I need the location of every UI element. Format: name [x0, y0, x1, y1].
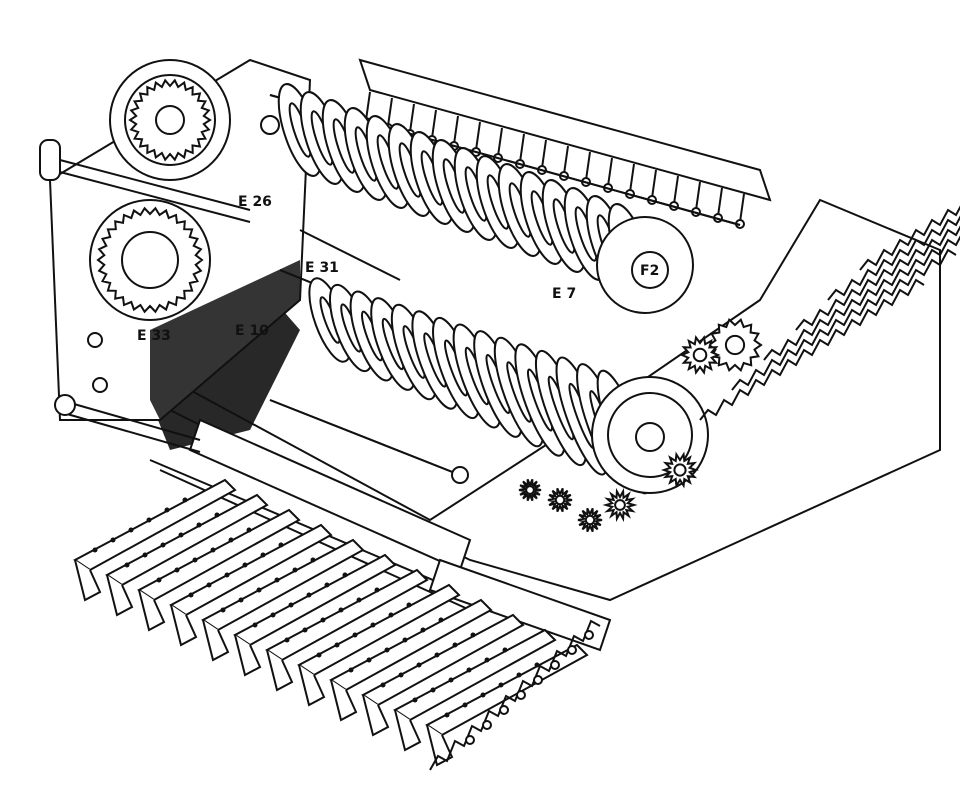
- rack-hole: [550, 660, 560, 670]
- left-side-plate: [39, 58, 312, 453]
- upper-drum: [269, 83, 741, 314]
- rack-hole: [584, 630, 594, 640]
- rail-tooth: [431, 109, 437, 139]
- rail-tooth: [717, 187, 723, 217]
- rack-hole: [465, 735, 475, 745]
- rail-tooth: [585, 151, 591, 181]
- rack-bar: [795, 225, 960, 331]
- key-levers: [73, 478, 612, 767]
- rail-tooth: [563, 145, 569, 175]
- right-racks: [699, 205, 960, 421]
- lower-drum: [279, 269, 709, 495]
- label-e7: E 7: [552, 286, 576, 302]
- rail-tooth: [629, 163, 635, 193]
- rack-bar: [827, 215, 960, 301]
- label-f2: F2: [640, 263, 659, 279]
- rack-hole: [516, 690, 526, 700]
- label-e26: E 26: [238, 194, 272, 210]
- rail-tooth: [475, 121, 481, 151]
- rail-tooth: [739, 193, 745, 223]
- rack-hole: [482, 720, 492, 730]
- rack-hole: [533, 675, 543, 685]
- rack-bar: [859, 205, 960, 271]
- rail-tooth: [387, 97, 393, 127]
- transfer-gears: [518, 317, 763, 533]
- rail-tooth: [651, 169, 657, 199]
- front-rack: [429, 619, 601, 771]
- part-labels: E 33 E 31 E 7 E 26 F2 E 10: [137, 194, 659, 344]
- rail-tooth: [695, 181, 701, 211]
- front-rack-teeth: [429, 619, 601, 771]
- label-e31: E 31: [305, 260, 339, 276]
- rail-tooth: [541, 139, 547, 169]
- rail-tooth: [409, 103, 415, 133]
- rack-hole: [499, 705, 509, 715]
- rack-bar: [699, 278, 925, 421]
- rack-bar: [763, 235, 960, 361]
- rail-tooth: [365, 91, 371, 121]
- rail-tooth: [607, 157, 613, 187]
- rack-hole: [567, 645, 577, 655]
- rail-tooth: [453, 115, 459, 145]
- rail-tooth: [673, 175, 679, 205]
- label-e33: E 33: [137, 328, 171, 344]
- rack-bar: [731, 248, 957, 391]
- rail-tooth: [519, 133, 525, 163]
- rail-tooth: [497, 127, 503, 157]
- label-e10: E 10: [235, 323, 269, 339]
- shafts: [260, 115, 469, 484]
